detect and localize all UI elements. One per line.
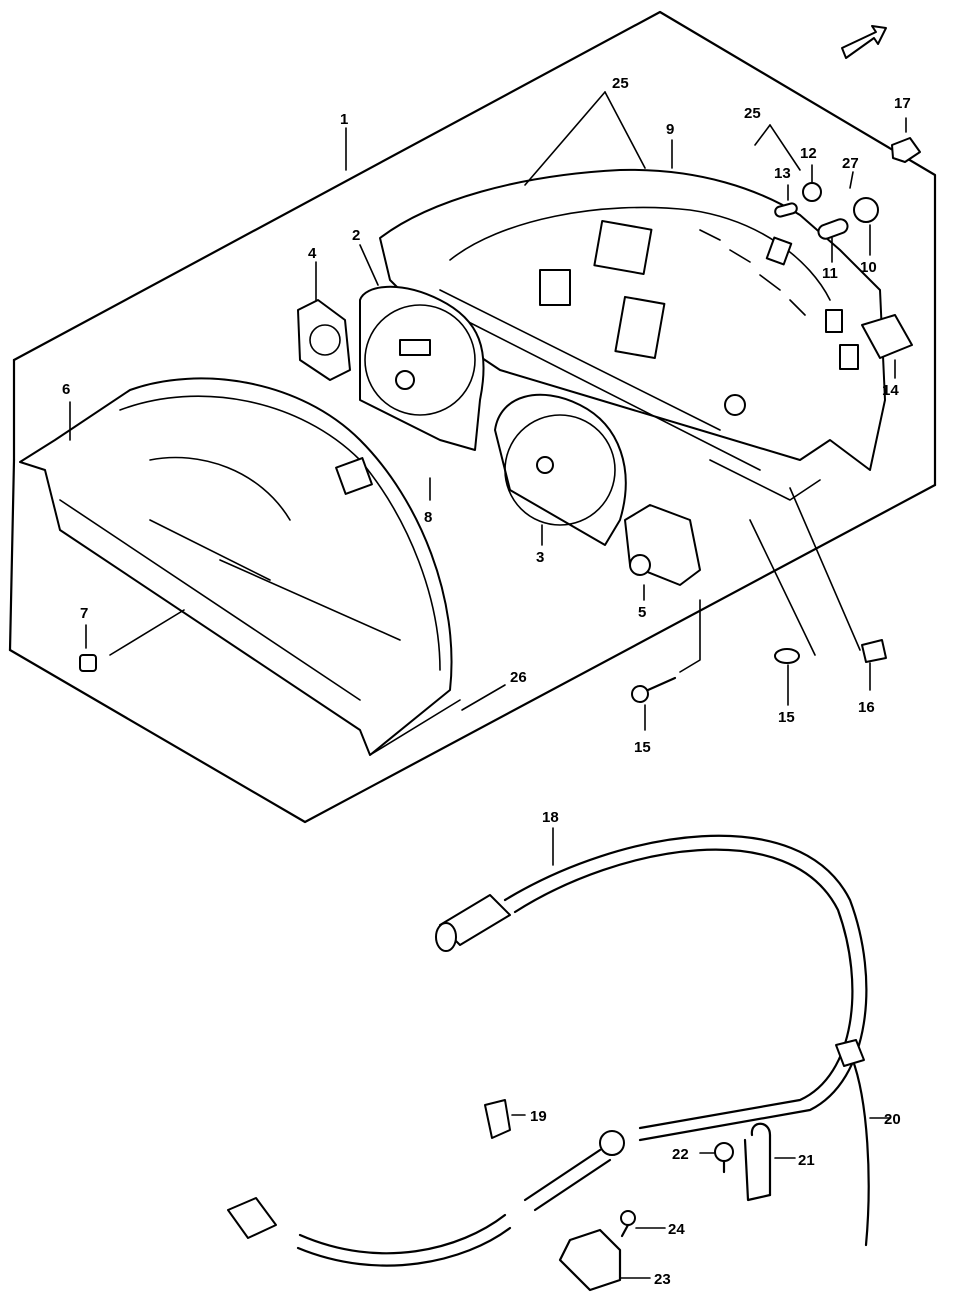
callout-4: 4 (308, 245, 317, 262)
callout-16: 16 (858, 699, 875, 716)
clip-23 (558, 1228, 622, 1292)
bulb-11 (817, 218, 849, 240)
callout-5: 5 (638, 604, 646, 621)
bulb-10 (853, 197, 879, 223)
callout-24: 24 (668, 1221, 685, 1238)
callout-10: 10 (860, 259, 877, 276)
front-arrow-icon (841, 25, 887, 59)
callout-25b: 25 (744, 105, 761, 122)
meter-case (379, 168, 886, 501)
socket-12 (802, 182, 822, 202)
callout-3: 3 (536, 549, 544, 566)
callout-27: 27 (842, 155, 859, 172)
assembly-boundary (8, 10, 937, 824)
callout-23: 23 (654, 1271, 671, 1288)
callout-8: 8 (424, 509, 432, 526)
sensor-lead (835, 1039, 870, 1247)
callout-14: 14 (882, 382, 899, 399)
bulb-8 (335, 457, 373, 495)
callout-11: 11 (822, 265, 838, 282)
leader-lines (69, 91, 907, 1279)
callout-18: 18 (542, 809, 559, 826)
clamp-19 (484, 1099, 511, 1139)
callout-26: 26 (510, 669, 527, 686)
callout-15b: 15 (634, 739, 651, 756)
meter-glass (369, 699, 461, 756)
fuel-temp-gauge (624, 504, 701, 586)
connector-14 (861, 314, 913, 359)
callout-9: 9 (666, 121, 674, 138)
callout-6: 6 (62, 381, 70, 398)
tachometer-dial (359, 285, 485, 451)
small-gauge (297, 299, 351, 381)
callout-1: 1 (340, 111, 348, 128)
washer-15 (774, 648, 800, 664)
meter-panel (19, 377, 453, 756)
callout-7: 7 (80, 605, 88, 622)
callout-22: 22 (672, 1146, 689, 1163)
callout-12: 12 (800, 145, 817, 162)
callout-20: 20 (884, 1111, 901, 1128)
speedometer-dial (494, 393, 627, 546)
bolt-22 (714, 1142, 734, 1174)
bulb-13 (774, 202, 798, 218)
callout-13: 13 (774, 165, 791, 182)
cap-17 (891, 137, 921, 163)
callout-2: 2 (352, 227, 360, 244)
clip-16 (861, 639, 887, 663)
callout-17: 17 (894, 95, 911, 112)
speedometer-cable (227, 834, 868, 1267)
callout-25a: 25 (612, 75, 629, 92)
screw-15 (631, 676, 677, 703)
callout-19: 19 (530, 1108, 547, 1125)
bulb-7 (79, 654, 97, 672)
callout-labels: 1 2 3 4 5 6 7 8 9 10 11 12 13 14 15 15 1… (62, 75, 911, 1288)
callout-21: 21 (798, 1152, 815, 1169)
screw-24 (620, 1210, 636, 1238)
callout-15a: 15 (778, 709, 795, 726)
bracket-21 (743, 1122, 772, 1202)
